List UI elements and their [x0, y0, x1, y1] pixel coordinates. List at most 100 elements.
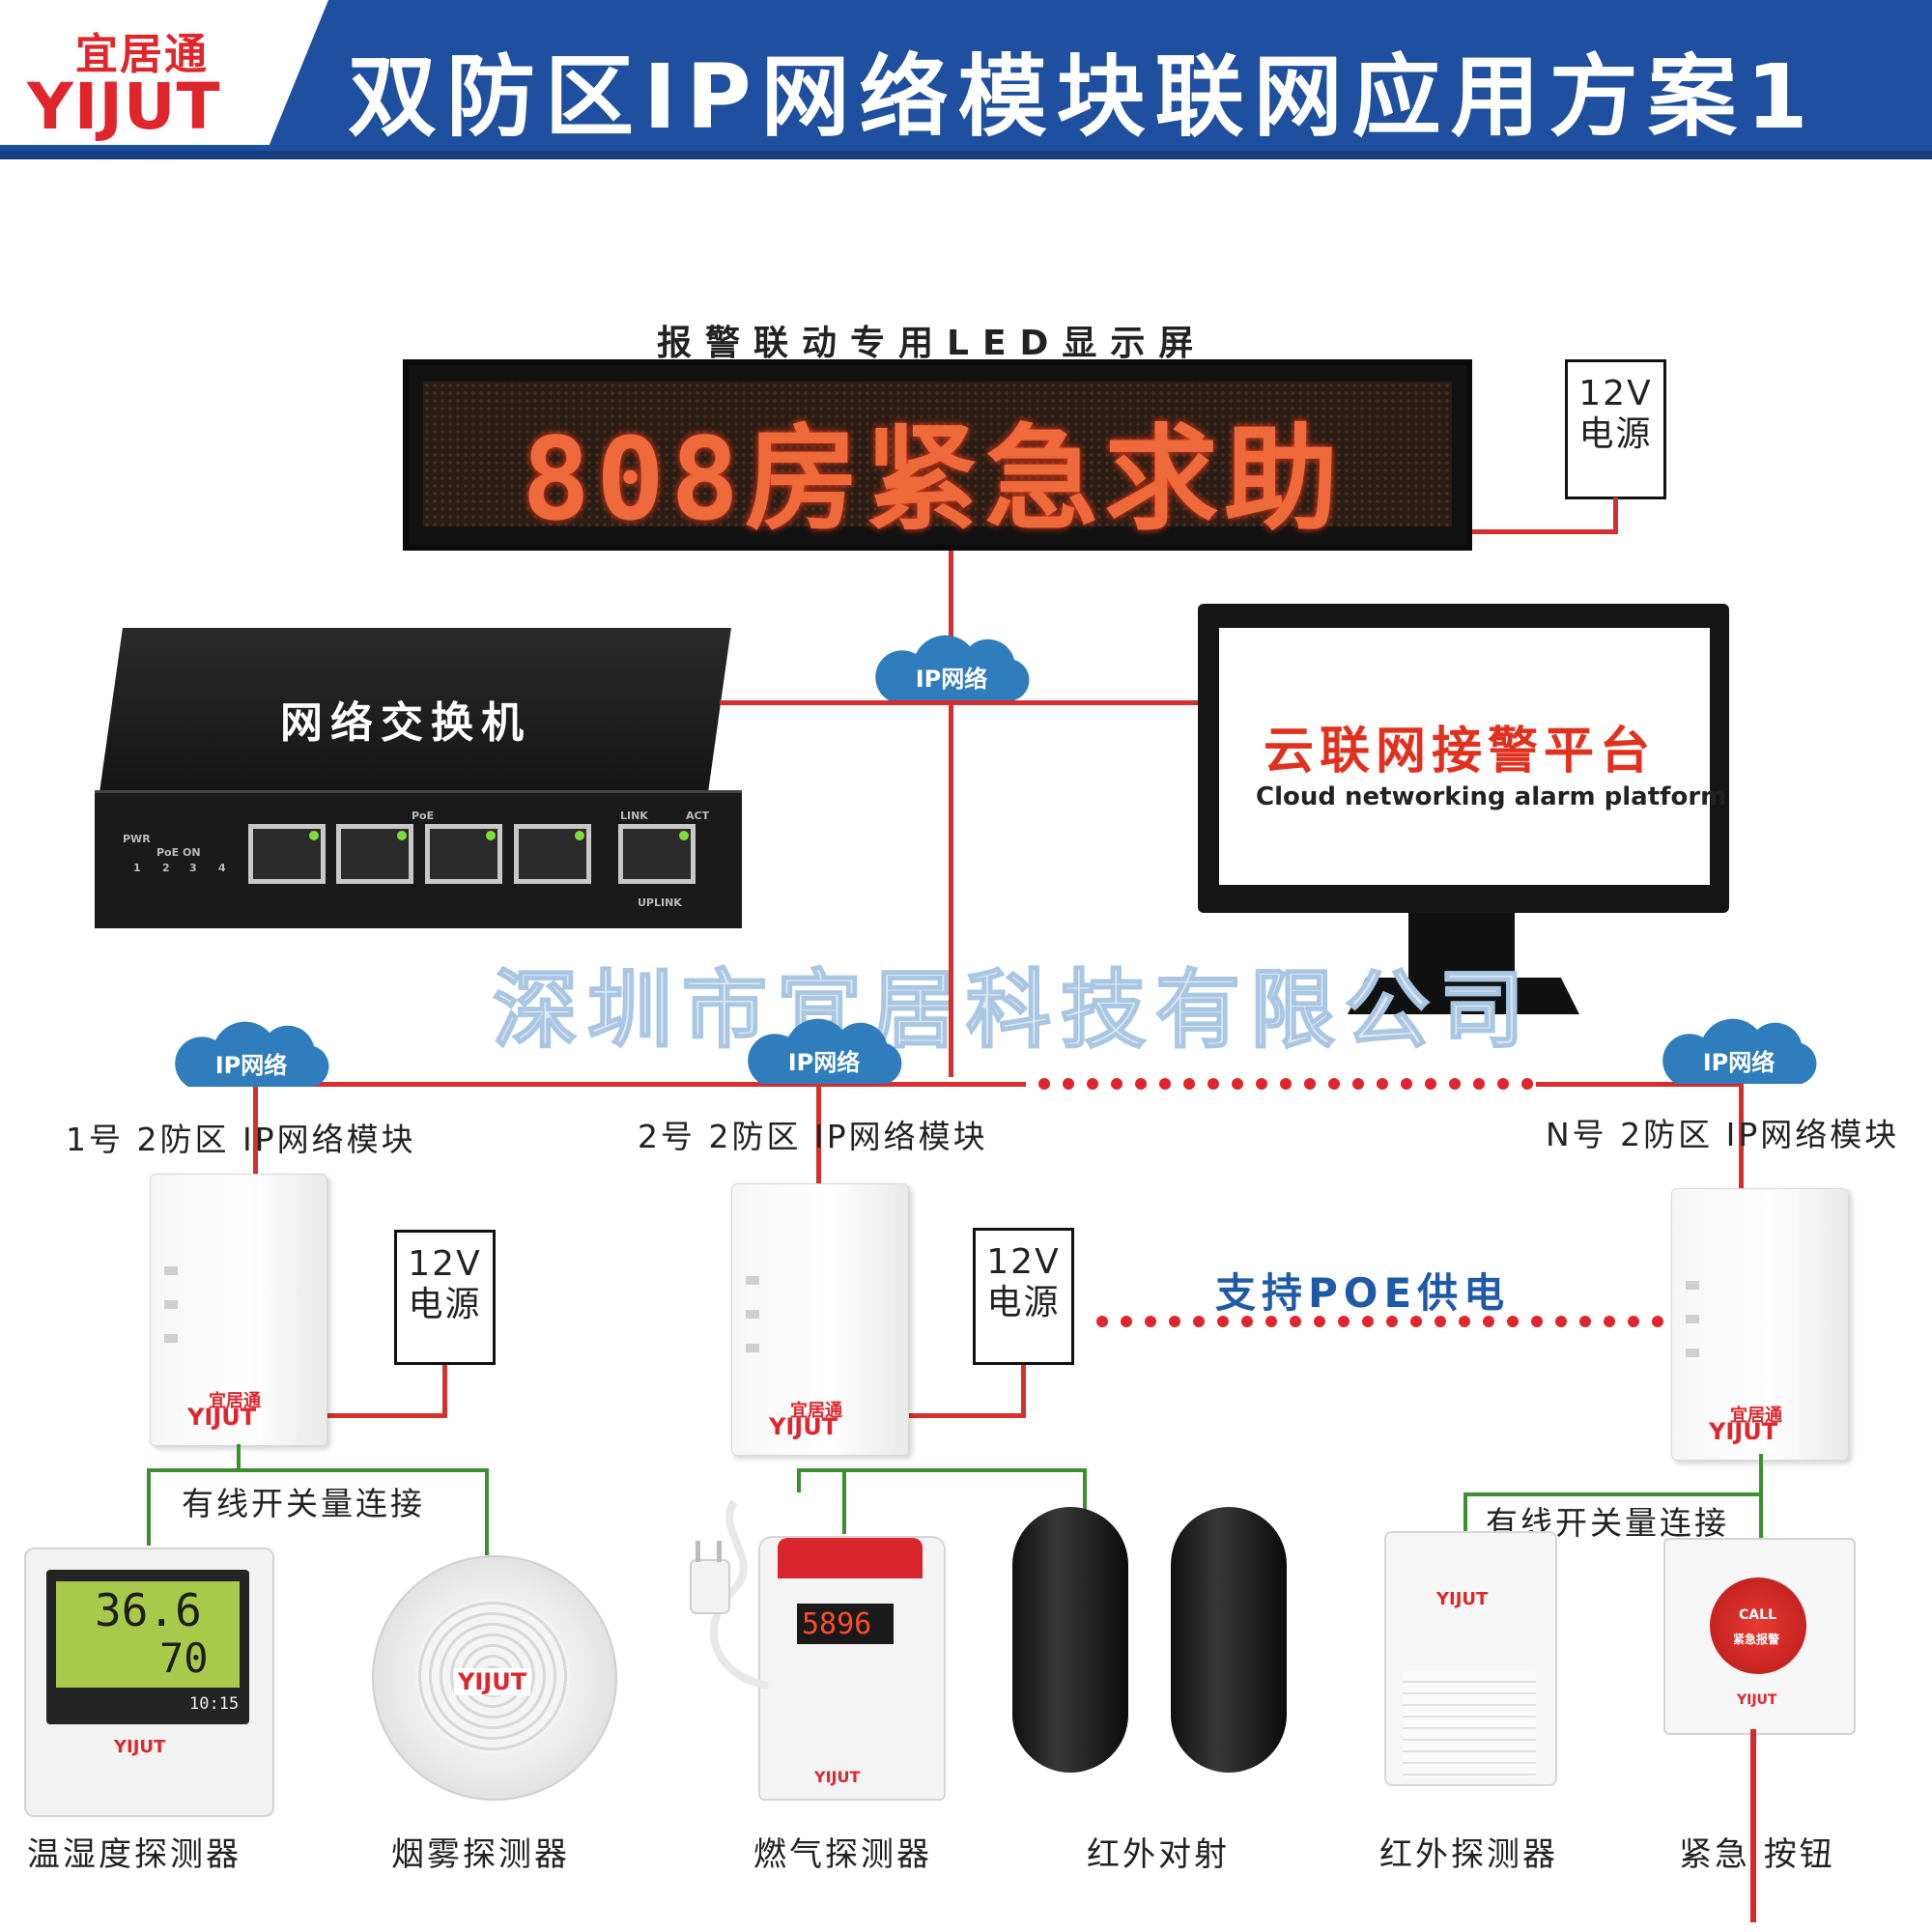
power-label: 电源	[1578, 414, 1653, 454]
ip-network-cloud: IP网络	[869, 633, 1034, 702]
poe-note: 支持POE供电	[1215, 1269, 1511, 1317]
connection-dot	[1135, 1078, 1147, 1090]
header-banner	[0, 0, 1932, 159]
power-voltage: 12V	[986, 1242, 1061, 1282]
connection-dot	[1377, 1078, 1388, 1090]
switch-uplink-port	[618, 824, 696, 884]
switch-platform-line	[720, 700, 1198, 705]
module-2-power-line	[905, 1413, 1025, 1418]
monitor-screen	[1219, 628, 1710, 885]
device-caption-gas: 燃气探测器	[753, 1835, 932, 1874]
power-voltage: 12V	[1578, 374, 1653, 413]
module-1-power-supply: 12V 电源	[394, 1230, 496, 1365]
wired-connection-label: 有线开关量连接	[182, 1485, 425, 1522]
led-power-line	[1472, 529, 1615, 534]
switch-poe-label: PoE	[412, 810, 435, 822]
wired-connection-line	[147, 1468, 489, 1472]
cloud-icon	[875, 635, 1030, 700]
gas-detector-alarm-light	[778, 1538, 923, 1578]
led-power-line	[1613, 497, 1618, 534]
module-1-drop	[253, 1082, 258, 1183]
connection-dot	[1362, 1316, 1374, 1327]
connection-dot	[1352, 1078, 1364, 1090]
device-logo: YIJUT	[814, 1768, 861, 1786]
connection-dot	[1459, 1316, 1470, 1327]
wired-connection-line	[842, 1468, 846, 1534]
module-2-drop	[816, 1082, 821, 1188]
device-caption-beam: 红外对射	[1087, 1835, 1230, 1874]
switch-port-num-2: 2	[162, 862, 170, 874]
switch-poe-on-label: PoE ON	[156, 846, 201, 859]
module-1-label: 1号 2防区 IP网络模块	[66, 1121, 416, 1158]
port-led	[575, 831, 584, 840]
device-logo: YIJUT	[1737, 1692, 1777, 1708]
connection-dot	[1087, 1078, 1098, 1090]
power-label: 电源	[408, 1285, 482, 1324]
connection-dot	[1555, 1316, 1567, 1327]
switch-pwr-label: PWR	[123, 833, 151, 845]
infrared-beam-transmitter	[1012, 1507, 1128, 1773]
connection-dot	[1435, 1316, 1446, 1327]
led-message: 808房紧急求助	[522, 412, 1345, 546]
cloud-icon	[175, 1021, 329, 1087]
port-led	[397, 831, 407, 840]
connection-dot	[1121, 1316, 1132, 1327]
module-bus-line	[1536, 1082, 1739, 1087]
logo-english: YIJUT	[27, 70, 221, 144]
platform-subtitle: Cloud networking alarm platform	[1256, 782, 1727, 811]
cloud-label: IP网络	[214, 1052, 288, 1079]
monitor-base	[1348, 978, 1579, 1014]
connection-dot	[1521, 1078, 1533, 1090]
wired-connection-line	[147, 1468, 151, 1546]
power-voltage: 12V	[408, 1244, 482, 1284]
device-logo: YIJUT	[114, 1737, 166, 1757]
cloud-label: IP网络	[915, 666, 988, 693]
module-bus-line	[253, 1082, 1026, 1087]
led-matrix	[423, 382, 1452, 526]
module-2-power-line	[1021, 1362, 1026, 1418]
connection-dot	[1628, 1316, 1639, 1327]
th-time: 10:15	[189, 1694, 240, 1714]
ip-network-cloud: IP网络	[169, 1019, 333, 1089]
module-logo-cn: 宜居通	[209, 1391, 261, 1411]
connection-dot	[1497, 1078, 1509, 1090]
connection-dot	[1038, 1078, 1050, 1090]
connection-dot	[1280, 1078, 1292, 1090]
connection-dot	[1410, 1316, 1422, 1327]
switch-port-num-4: 4	[218, 862, 226, 874]
wired-connection-line	[1759, 1454, 1763, 1539]
ip-network-cloud: IP网络	[1657, 1016, 1821, 1086]
port-led	[486, 831, 496, 840]
module-logo-en: YIJUT	[769, 1413, 838, 1440]
port-led	[309, 831, 319, 840]
module-n-drop	[1739, 1082, 1744, 1193]
connection-dot	[1241, 1316, 1253, 1327]
cloud-icon	[1662, 1018, 1817, 1084]
module-1-power-line	[324, 1413, 446, 1418]
connection-dot	[1256, 1078, 1267, 1090]
gas-display-value: 5896	[802, 1607, 872, 1641]
switch-act-label: ACT	[686, 810, 710, 822]
gas-display	[797, 1604, 894, 1644]
connection-dot	[1096, 1316, 1108, 1327]
connection-dot	[1063, 1078, 1074, 1090]
connection-dot	[1328, 1078, 1340, 1090]
connection-dot	[1290, 1316, 1301, 1327]
th-humidity: 70	[159, 1634, 209, 1682]
connection-dot	[1652, 1316, 1663, 1327]
module-1-power-line	[442, 1362, 447, 1418]
connection-dot	[1401, 1078, 1412, 1090]
power-label: 电源	[986, 1283, 1061, 1322]
module-1-drop	[253, 1135, 258, 1183]
module-n-label: N号 2防区 IP网络模块	[1546, 1116, 1900, 1153]
call-button-label: CALL	[1739, 1607, 1776, 1623]
ip-network-module-1: 宜居通 YIJUT	[150, 1174, 327, 1446]
cloud-label: IP网络	[1702, 1049, 1776, 1076]
connection-dot	[1265, 1316, 1277, 1327]
connection-dot	[1507, 1316, 1519, 1327]
connection-dot	[1208, 1078, 1219, 1090]
connection-dot	[1304, 1078, 1316, 1090]
module-2-label: 2号 2防区 IP网络模块	[638, 1118, 988, 1155]
port-led	[679, 831, 689, 840]
wired-connection-line	[1463, 1492, 1467, 1533]
